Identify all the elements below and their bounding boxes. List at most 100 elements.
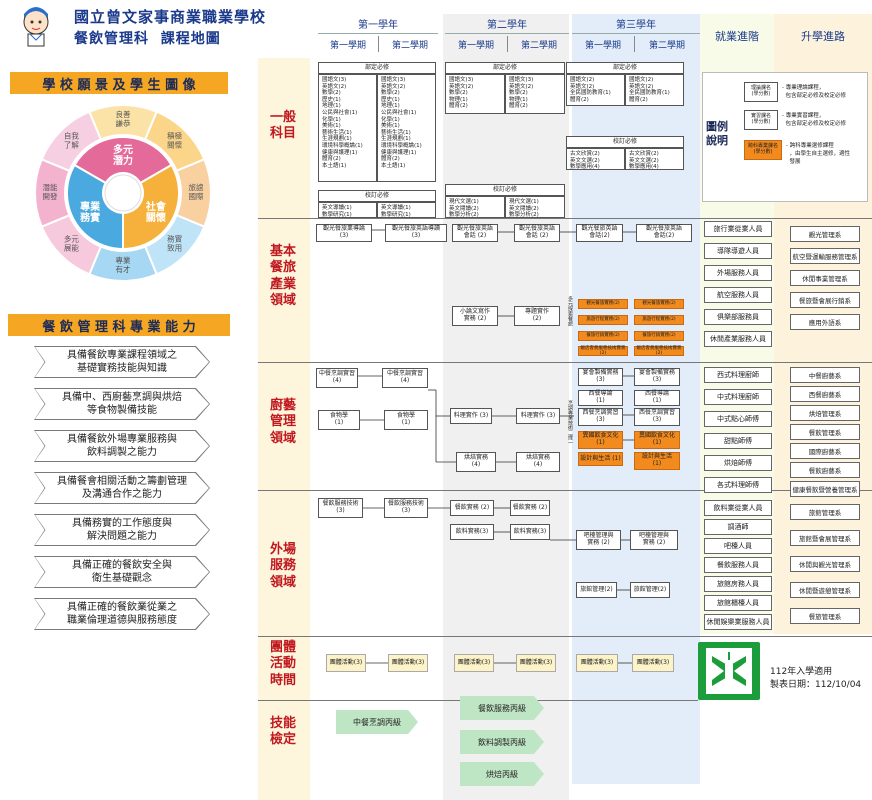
req2-title: 部定必修 <box>445 62 565 74</box>
wheel-outer-label: 務實 <box>167 234 182 244</box>
course-basic-4: 觀光餐旅英語 會話 (2) <box>514 224 560 242</box>
legend-title: 圖例 說明 <box>706 120 728 148</box>
career-item: 旅館房務人員 <box>704 576 772 592</box>
req2-term2: 國語文(3) 英語文(2) 數學(2) 物理(1) 體育(2) <box>505 74 565 114</box>
kitchen-side-label: 烹調專業技術二擇一 <box>567 400 573 445</box>
advance-item: 烘焙管理系 <box>790 405 860 421</box>
competency-label: 具備務實的工作態度與 解決問題之能力 <box>35 515 209 545</box>
sch1-term1: 英文導讀(1) 數學研究(1) <box>318 202 377 218</box>
course-kitchen-5: 料理實作 (3) <box>450 408 492 424</box>
course-kitchen-8: 烘焙實務 (4) <box>516 452 560 472</box>
footer-date: 製表日期：112/10/04 <box>770 680 862 690</box>
wheel-outer-label: 良善 <box>116 109 131 119</box>
sch1-title: 校訂必修 <box>318 190 436 202</box>
sch3-term2: 古文欣賞(2) 英文文選(2) 數學應用(4) <box>625 148 684 170</box>
vision-title: 學 校 願 景 及 學 生 圖 像 <box>10 72 228 94</box>
course-kitchen-17: 設計與生活 (1) <box>578 452 623 466</box>
competency-label: 具備餐飲專業課程領域之 基礎實務技能與知識 <box>35 347 209 377</box>
career-item: 各式料理師傅 <box>704 477 772 493</box>
advance-item: 健康餐飲暨營養管理系 <box>790 481 860 497</box>
advance-item: 餐旅管理系 <box>790 608 860 624</box>
course-kitchen-16: 異國飲食文化 (1) <box>634 431 680 449</box>
course-basic-o3: 旅遊行程實務(2) <box>578 315 628 325</box>
course-service-5: 飲料實務(3) <box>450 524 494 540</box>
course-basic-8: 專題實作 (2) <box>514 306 560 326</box>
wheel-center <box>104 174 142 212</box>
career-item: 休閒娛樂業服務人員 <box>704 614 772 630</box>
course-basic-3: 觀光餐旅英語 會話 (2) <box>452 224 498 242</box>
footer-year: 112年入學適用 <box>770 667 833 677</box>
course-basic-7: 小論文寫作 實務 (2) <box>452 306 498 326</box>
year3-label: 第三學年 <box>616 20 656 31</box>
career-item: 休閒產業服務人員 <box>704 331 772 347</box>
activity-5: 團體活動(3) <box>576 654 618 672</box>
page-subtitle: 餐飲管理科 課程地圖 <box>74 31 221 47</box>
career-item: 外場服務人員 <box>704 265 772 281</box>
wheel-outer-label: 國際 <box>189 191 204 201</box>
certification-logo <box>698 642 760 700</box>
activity-1: 團體活動(3) <box>326 654 366 672</box>
school-name: 國立曾文家事商業職業學校 <box>74 8 267 26</box>
course-service-2: 餐飲服務技術 (3) <box>384 498 428 518</box>
y1-term2: 第二學期 <box>391 41 428 51</box>
course-kitchen-15: 異國飲食文化 (1) <box>578 431 623 449</box>
wheel-outer-label: 了解 <box>64 139 79 149</box>
y2-term2: 第二學期 <box>520 41 557 51</box>
course-kitchen-10: 宴會製備實務 (3) <box>634 368 680 386</box>
competency-label: 具備餐飲外場專業服務與 飲料調製之能力 <box>35 431 209 461</box>
course-basic-2: 觀光餐旅英語導讀 (3) <box>385 224 447 242</box>
wheel-outer-label: 致用 <box>167 243 182 253</box>
competency-label: 具備正確的餐飲業從業之 職業倫理道德與服務態度 <box>35 599 209 629</box>
career-item: 旅行業從業人員 <box>704 221 772 237</box>
y3-term1: 第一學期 <box>584 41 621 51</box>
req1-title: 部定必修 <box>318 62 436 74</box>
activity-3: 團體活動(3) <box>454 654 494 672</box>
wheel-outer-label: 專業 <box>116 255 131 265</box>
course-kitchen-2: 中餐烹調實習 (4) <box>382 368 428 388</box>
career-item: 調酒師 <box>704 519 772 535</box>
career-item: 吧檯人員 <box>704 538 772 554</box>
course-basic-6: 觀光餐旅英語 會話(2) <box>636 224 692 242</box>
career-item: 烘焙師傅 <box>704 455 772 471</box>
wheel-inner-label: 務實 <box>80 211 100 224</box>
wheel-inner-label: 潛力 <box>113 154 133 167</box>
wheel-outer-label: 有才 <box>116 264 131 274</box>
advance-item: 航空暨運輸服務管理系 <box>790 248 860 264</box>
advance-item: 中餐廚藝系 <box>790 367 860 383</box>
activity-4: 團體活動(3) <box>516 654 556 672</box>
sch2-title: 校訂必修 <box>445 184 565 196</box>
advance-item: 休閒與觀光管理系 <box>790 556 860 572</box>
sch3-title: 校訂必修 <box>566 136 684 148</box>
req3-title: 部定必修 <box>566 62 684 74</box>
course-kitchen-7: 烘焙實務 (4) <box>456 452 496 472</box>
course-basic-o7: 飯店客務服務技術實務(2) <box>578 346 628 356</box>
career-item: 飲料業從業人員 <box>704 500 772 516</box>
legend-cross-box: 跨科專業課名 (學分數) <box>744 140 782 160</box>
course-kitchen-13: 西餐烹調實習 (3) <box>578 408 623 426</box>
course-basic-o8: 飯店客務服務技術實務(2) <box>634 346 684 356</box>
competency-label: 具備餐會相關活動之籌劃管理 及溝通合作之能力 <box>35 473 209 503</box>
course-service-6: 飲料實務(3) <box>510 524 550 540</box>
legend-theory-box: 理論課名 (學分數) <box>744 82 778 102</box>
course-basic-o6: 餐旅行銷實務(2) <box>634 331 684 341</box>
wheel-inner-segment <box>122 163 180 251</box>
activity-6: 團體活動(3) <box>632 654 674 672</box>
course-service-8: 吧檯管理與 實務 (2) <box>630 530 678 550</box>
wheel-outer-label: 積極 <box>167 130 182 140</box>
year2-label: 第二學年 <box>487 20 527 31</box>
course-service-7: 吧檯管理與 實務 (2) <box>576 530 621 550</box>
course-kitchen-11: 西餐導論 (1) <box>578 390 623 406</box>
wheel-inner-label: 多元 <box>113 143 133 156</box>
sch1-term2: 英文導讀(1) 數學研究(1) <box>377 202 436 218</box>
course-kitchen-12: 西餐導論 (1) <box>634 390 680 406</box>
domain-basic: 基本 餐旅 產業 領域 <box>269 244 296 308</box>
career-item: 中式料理廚師 <box>704 389 772 405</box>
legend-practice-text: - 專業實習課程， 包含部定必修及校定必修 <box>782 113 846 127</box>
wheel-outer-label: 關懷 <box>167 139 182 149</box>
year1-label: 第一學年 <box>358 20 398 31</box>
competency-label: 具備正確的餐飲安全與 衛生基礎觀念 <box>35 557 209 587</box>
domain-service: 外場 服務 領域 <box>269 542 296 590</box>
skill-food-service: 餐飲服務丙級 <box>460 696 544 720</box>
domain-column-band <box>258 58 310 800</box>
req2-term1: 國語文(3) 英語文(2) 數學(2) 物理(1) 體育(2) <box>445 74 505 114</box>
